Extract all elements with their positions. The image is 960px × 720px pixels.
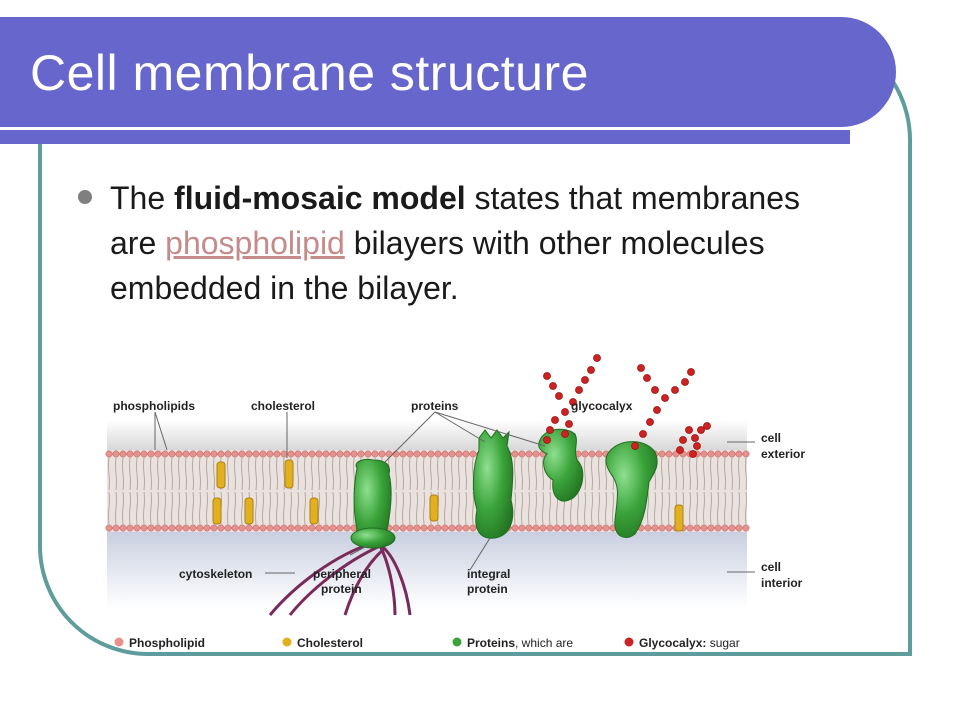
label-integral-1: integral bbox=[467, 567, 510, 581]
label-phospholipids: phospholipids bbox=[113, 399, 195, 413]
interior-zone bbox=[107, 532, 747, 608]
legend-glycocalyx: Glycocalyx: sugar bbox=[639, 636, 740, 650]
legend-phospholipid-swatch bbox=[114, 637, 124, 647]
bullet-part1: The bbox=[110, 180, 175, 216]
legend-proteins: Proteins, which are bbox=[467, 636, 573, 650]
legend-cholesterol-swatch bbox=[282, 637, 292, 647]
leader-lines bbox=[154, 411, 755, 574]
label-peripheral-1: peripheral bbox=[313, 567, 371, 581]
label-glycocalyx: glycocalyx bbox=[571, 399, 633, 413]
title-bar bbox=[0, 17, 896, 127]
integral-protein-2 bbox=[472, 429, 514, 539]
membrane-proteins bbox=[350, 428, 658, 549]
membrane-figure: phospholipids cholesterol proteins glyco… bbox=[105, 354, 805, 650]
bullet-bold-term: fluid-mosaic model bbox=[174, 180, 466, 216]
legend-proteins-rest: , which are bbox=[515, 636, 573, 650]
bullet-part2: states that membranes are bbox=[110, 180, 800, 261]
title-bar-lower bbox=[0, 130, 850, 144]
legend-proteins-bold: Proteins bbox=[467, 636, 515, 650]
label-cell-exterior-2: exterior bbox=[761, 447, 805, 461]
slide-title: Cell membrane structure bbox=[30, 45, 589, 101]
label-cholesterol: cholesterol bbox=[251, 399, 315, 413]
glycocalyx-chains bbox=[543, 354, 711, 458]
glycoprotein-1 bbox=[538, 428, 584, 502]
cholesterol-molecules bbox=[212, 459, 684, 532]
legend-glycocalyx-bold: Glycocalyx: bbox=[639, 636, 706, 650]
legend-cholesterol: Cholesterol bbox=[297, 636, 363, 650]
legend-glycocalyx-rest: sugar bbox=[706, 636, 739, 650]
label-cytoskeleton: cytoskeleton bbox=[179, 567, 252, 581]
title-underline bbox=[0, 127, 850, 130]
label-cell-interior-1: cell bbox=[761, 560, 781, 574]
bullet-text: The fluid-mosaic model states that membr… bbox=[110, 176, 810, 311]
bullet-part3: bilayers with other molecules embedded i… bbox=[110, 225, 765, 306]
label-peripheral-2: protein bbox=[321, 582, 362, 596]
glycoprotein-2 bbox=[605, 441, 658, 538]
legend-phospholipid: Phospholipid bbox=[129, 636, 205, 650]
label-proteins: proteins bbox=[411, 399, 459, 413]
label-integral-2: protein bbox=[467, 582, 508, 596]
label-cell-exterior-1: cell bbox=[761, 431, 781, 445]
phospholipid-link[interactable]: phospholipid bbox=[165, 225, 345, 261]
peripheral-protein bbox=[350, 527, 396, 549]
legend-glycocalyx-swatch bbox=[624, 637, 634, 647]
legend-protein-swatch bbox=[452, 637, 462, 647]
label-cell-interior-2: interior bbox=[761, 576, 803, 590]
figure-legend: Phospholipid Cholesterol Proteins, which… bbox=[114, 636, 740, 650]
bullet-icon bbox=[78, 190, 92, 204]
